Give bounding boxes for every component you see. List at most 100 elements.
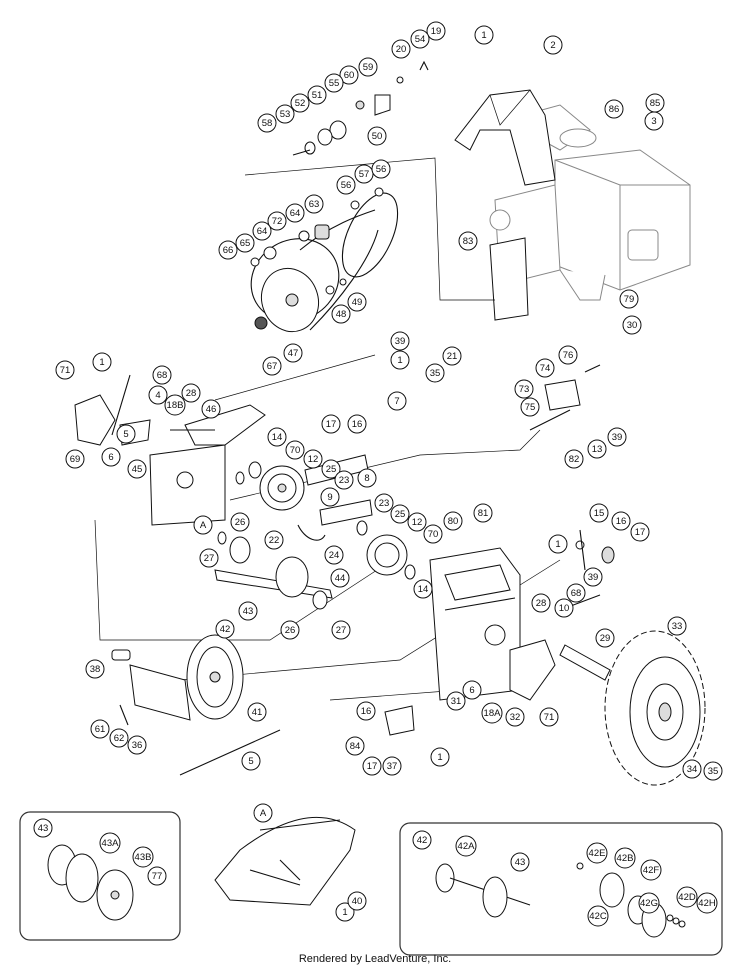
callout-label: 16 [352, 419, 363, 430]
callout-label: 69 [70, 454, 81, 465]
callout-label: 31 [451, 696, 462, 707]
callout-24: 24 [324, 545, 344, 565]
callout-42H: 42H [696, 892, 718, 914]
callout-64: 64 [252, 221, 272, 241]
callout-label: 13 [592, 444, 603, 455]
callout-17: 17 [321, 414, 341, 434]
callout-42E: 42E [586, 842, 608, 864]
callout-86: 86 [604, 99, 624, 119]
callout-label: 43 [243, 606, 254, 617]
callout-label: 51 [312, 90, 323, 101]
callout-label: 70 [428, 529, 439, 540]
callout-12: 12 [407, 512, 427, 532]
callout-4: 4 [148, 385, 168, 405]
callout-21: 21 [442, 346, 462, 366]
callout-label: 21 [447, 351, 458, 362]
callout-label: 54 [415, 34, 426, 45]
callout-label: 53 [280, 109, 291, 120]
callout-59: 59 [358, 57, 378, 77]
callout-33: 33 [667, 616, 687, 636]
callout-label: 59 [363, 62, 374, 73]
callout-6: 6 [462, 680, 482, 700]
callout-label: 14 [272, 432, 283, 443]
callout-label: 50 [372, 131, 383, 142]
callout-3: 3 [644, 111, 664, 131]
callout-label: 3 [651, 116, 656, 127]
callout-label: 14 [418, 584, 429, 595]
callout-43: 43 [238, 601, 258, 621]
callout-61: 61 [90, 719, 110, 739]
callout-42C: 42C [587, 905, 609, 927]
callout-label: 52 [295, 98, 306, 109]
callout-17: 17 [630, 522, 650, 542]
callout-label: 63 [309, 199, 320, 210]
callout-13: 13 [587, 439, 607, 459]
callout-label: 41 [252, 707, 263, 718]
callout-label: 43B [135, 852, 152, 863]
callout-56: 56 [336, 175, 356, 195]
callout-19: 19 [426, 21, 446, 41]
callout-label: 28 [186, 388, 197, 399]
callout-label: 42F [643, 865, 660, 876]
callout-10: 10 [554, 598, 574, 618]
callout-label: 42 [220, 624, 231, 635]
callout-62: 62 [109, 728, 129, 748]
callout-49: 49 [347, 292, 367, 312]
callout-5: 5 [116, 424, 136, 444]
callout-38: 38 [85, 659, 105, 679]
callout-label: 64 [290, 208, 301, 219]
callout-label: 55 [329, 78, 340, 89]
callout-label: 85 [650, 98, 661, 109]
callout-23: 23 [334, 470, 354, 490]
callout-label: 62 [114, 733, 125, 744]
callout-1: 1 [335, 902, 355, 922]
part-plate-83 [489, 237, 529, 321]
callout-label: 71 [544, 712, 555, 723]
callout-label: 1 [481, 30, 486, 41]
callout-label: 42G [640, 898, 658, 909]
callout-label: 26 [285, 625, 296, 636]
callout-label: 24 [329, 550, 340, 561]
callout-label: 42C [589, 911, 607, 922]
callout-label: 60 [344, 70, 355, 81]
callout-1: 1 [390, 350, 410, 370]
callout-label: 43 [38, 823, 49, 834]
engine-outline [489, 104, 691, 301]
callout-label: 35 [708, 766, 719, 777]
callout-27: 27 [331, 620, 351, 640]
upper-shaft-parts [292, 60, 429, 156]
callout-54: 54 [410, 29, 430, 49]
callout-label: 61 [95, 724, 106, 735]
callout-55: 55 [324, 73, 344, 93]
callout-label: 80 [448, 516, 459, 527]
callout-label: 68 [571, 588, 582, 599]
callout-23: 23 [374, 493, 394, 513]
callout-label: 25 [395, 509, 406, 520]
callout-47: 47 [283, 343, 303, 363]
callout-42D: 42D [676, 886, 698, 908]
callout-60: 60 [339, 65, 359, 85]
inset-43-box [19, 811, 181, 941]
callout-label: 39 [612, 432, 623, 443]
callout-42: 42 [215, 619, 235, 639]
callout-69: 69 [65, 449, 85, 469]
callout-71: 71 [539, 707, 559, 727]
callout-label: 23 [339, 475, 350, 486]
callout-1: 1 [548, 534, 568, 554]
callout-42G: 42G [638, 892, 660, 914]
callout-label: 15 [594, 508, 605, 519]
callout-68: 68 [152, 365, 172, 385]
shift-bracket [384, 705, 415, 736]
callout-label: 43A [102, 838, 120, 849]
callout-75: 75 [520, 397, 540, 417]
gear-train [214, 454, 416, 610]
callout-51: 51 [307, 85, 327, 105]
callout-label: 39 [395, 336, 406, 347]
callout-84: 84 [345, 736, 365, 756]
callout-label: 42 [417, 835, 428, 846]
callout-12: 12 [303, 449, 323, 469]
wheel-tire [604, 630, 706, 786]
callout-46: 46 [201, 399, 221, 419]
callout-label: 9 [327, 492, 332, 503]
callout-label: 4 [155, 390, 160, 401]
